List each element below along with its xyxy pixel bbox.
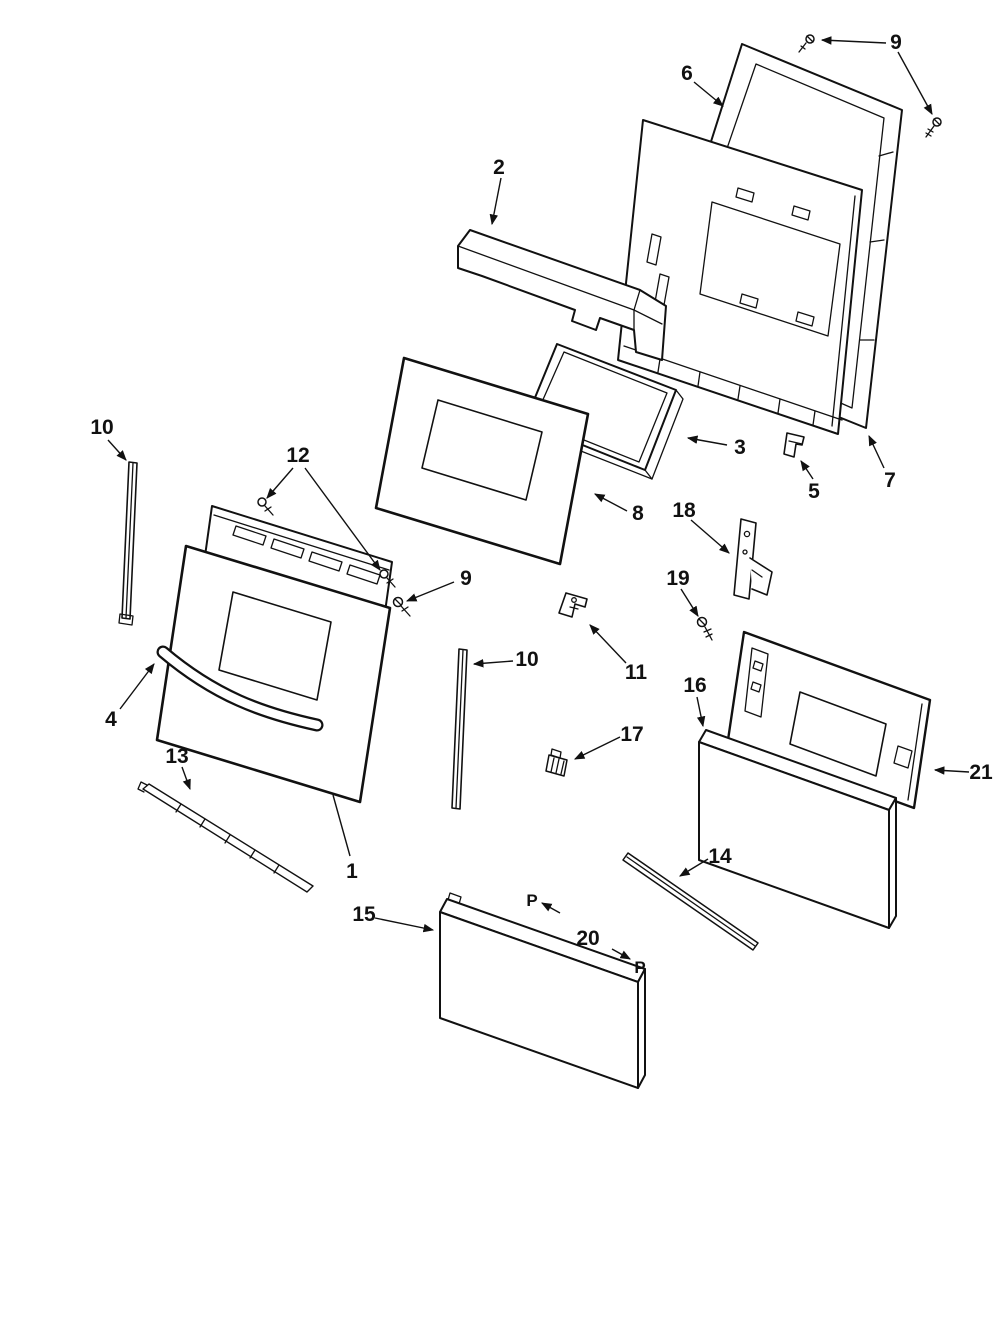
screw-9-top-right [925, 117, 942, 138]
part-7-inner-door-panel [617, 119, 863, 435]
part-11-bracket [558, 592, 588, 618]
part-13-trim-strip [137, 781, 314, 893]
callout-21: 21 [969, 761, 993, 784]
screw-12-left [257, 497, 274, 516]
screw-12-right [379, 569, 396, 588]
callout-8: 8 [632, 502, 644, 525]
callout-1: 1 [346, 860, 358, 883]
callout-14: 14 [708, 845, 732, 868]
callout-9-mid: 9 [460, 567, 472, 590]
part-10-side-trim-right [451, 648, 468, 810]
callout-18: 18 [672, 499, 696, 522]
screw-9-mid [392, 596, 411, 617]
callout-12: 12 [286, 444, 309, 467]
callout-16: 16 [683, 674, 706, 697]
callout-2: 2 [493, 156, 505, 179]
callout-5: 5 [808, 480, 820, 503]
screw-9-top-left [798, 34, 815, 53]
part-10-side-trim-left [118, 461, 138, 626]
screw-19 [696, 616, 713, 641]
part-5-clip [783, 432, 805, 458]
callout-15: 15 [352, 903, 376, 926]
part-17-clip [545, 748, 568, 777]
callout-6: 6 [681, 62, 693, 85]
callout-labels: 9 6 2 3 5 7 10 12 9 8 18 19 11 16 4 10 1… [90, 31, 993, 977]
callout-4: 4 [105, 708, 117, 731]
part-16-drawer-front-panel [698, 729, 897, 929]
callout-11: 11 [625, 661, 648, 684]
callout-10-mid: 10 [515, 648, 538, 671]
callout-9-top: 9 [890, 31, 902, 54]
callout-10-left: 10 [90, 416, 113, 439]
part-14-trim-strip [622, 852, 759, 951]
part-2-top-vent-trim [457, 229, 667, 361]
callout-7: 7 [884, 469, 896, 492]
part-18-hinge-bracket [733, 518, 773, 600]
part-15-drawer-front-panel [439, 892, 646, 1089]
callout-20: 20 [576, 927, 599, 950]
callout-p-upper: P [526, 891, 537, 910]
part-8-door-glass-panel [374, 356, 590, 566]
callout-3: 3 [734, 436, 746, 459]
callout-17: 17 [620, 723, 643, 746]
part-21-drawer-back-panel [726, 630, 932, 810]
callout-19: 19 [666, 567, 689, 590]
callout-13: 13 [165, 745, 188, 768]
leader-lines [107, 36, 970, 960]
part-1-outer-door-panel [155, 544, 392, 804]
part-3-insulation-pad [524, 343, 684, 480]
part-4-door-handle [156, 645, 324, 732]
callout-p-lower: P [634, 958, 645, 977]
